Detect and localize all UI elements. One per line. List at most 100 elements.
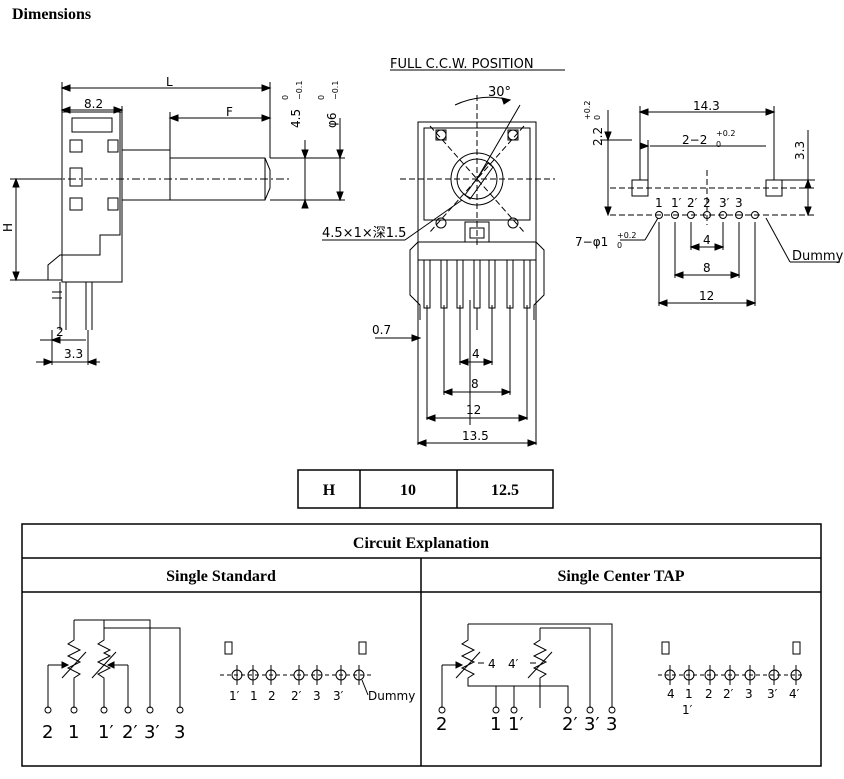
std-schem-pin-label: 3′ xyxy=(144,722,160,743)
std-schem-pin-label: 2′ xyxy=(122,722,138,743)
dim-2-2: 2.2 xyxy=(591,127,605,146)
dim-pin-8: 8 xyxy=(703,261,711,275)
dim-4-5-tol-top: 0 xyxy=(281,95,290,100)
dim-F: F xyxy=(226,105,233,119)
front-terminal xyxy=(423,259,431,309)
pin-label: 2 xyxy=(703,196,711,210)
dim-0-7: 0.7 xyxy=(372,323,391,337)
circuit-table xyxy=(21,523,822,767)
tap-layout-label-1p: 1′ xyxy=(682,703,693,717)
dim-front-13-5: 13.5 xyxy=(462,429,489,443)
tap-layout-pin-label: 2′ xyxy=(723,687,734,701)
pin-hole xyxy=(735,211,743,219)
std-layout-pin-label: 2′ xyxy=(291,689,302,703)
dim-L: L xyxy=(166,75,173,89)
dim-8-2: 8.2 xyxy=(84,97,103,111)
center-tap-schematic xyxy=(438,623,616,714)
dim-pin-12: 12 xyxy=(699,289,714,303)
single-standard-header: Single Standard xyxy=(166,568,276,585)
tap-schem-label-4p: 4′ xyxy=(508,657,519,671)
tap-layout-pin-label: 4 xyxy=(667,687,675,701)
dim-4-5: 4.5 xyxy=(289,109,303,128)
front-view-title: FULL C.C.W. POSITION xyxy=(390,57,534,72)
dim-front-12: 12 xyxy=(466,403,481,417)
tap-schem-pin-label: 2′ xyxy=(562,714,578,735)
std-layout-pin-label: 1 xyxy=(250,689,258,703)
holes-callout: 7−φ1 xyxy=(575,235,608,249)
holes-tol-top: +0.2 xyxy=(617,231,636,240)
hole-callout: 4.5×1×深1.5 xyxy=(322,226,406,241)
front-terminal xyxy=(506,259,514,309)
tap-schem-pin-label: 2 xyxy=(436,714,447,735)
tap-schem-label-4: 4 xyxy=(488,657,496,671)
dim-3-3: 3.3 xyxy=(64,347,83,361)
pin-label: 3′ xyxy=(719,196,730,210)
dim-2: 2 xyxy=(56,325,64,339)
front-terminal xyxy=(523,259,531,309)
dim-front-8: 8 xyxy=(471,377,479,391)
pin-hole xyxy=(671,211,679,219)
dim-2-2x: 2−2 xyxy=(682,133,707,147)
single-center-tap-header: Single Center TAP xyxy=(557,568,684,585)
tap-schem-pin-label: 3 xyxy=(606,714,617,735)
dim-phi-6-tol-bot: −0.1 xyxy=(331,81,340,100)
tap-layout-pin-label: 3′ xyxy=(767,687,778,701)
front-view-drawing xyxy=(322,69,565,447)
pin-hole xyxy=(703,211,711,219)
dim-phi-6: φ6 xyxy=(325,112,339,128)
front-terminal xyxy=(473,259,481,309)
h-table-value-1: 10 xyxy=(400,482,416,499)
std-layout-pin-label: 3′ xyxy=(333,689,344,703)
dim-pin-4: 4 xyxy=(703,233,711,247)
front-terminal xyxy=(456,259,464,309)
std-layout-pin-label: 2 xyxy=(268,689,276,703)
std-schem-pin-label: 2 xyxy=(42,722,53,743)
std-layout-pin-label: 1′ xyxy=(229,689,240,703)
std-layout-pin-label: 3 xyxy=(313,689,321,703)
dim-phi-6-tol-top: 0 xyxy=(317,95,326,100)
std-schem-pin-label: 3 xyxy=(174,722,185,743)
dim-front-4: 4 xyxy=(472,347,480,361)
tap-layout-pin-label: 1 xyxy=(685,687,693,701)
dim-pin-3-3: 3.3 xyxy=(793,141,807,160)
holes-tol-bot: 0 xyxy=(617,241,622,250)
h-table xyxy=(297,469,554,509)
pin-dummy-label: Dummy xyxy=(792,249,844,264)
tap-schem-pin-label: 3′ xyxy=(584,714,600,735)
pin-label: 2′ xyxy=(687,196,698,210)
h-table-value-2: 12.5 xyxy=(491,482,519,499)
pin-label: 3 xyxy=(735,196,743,210)
tap-schem-pin-label: 1 xyxy=(490,714,501,735)
pin-hole xyxy=(655,211,663,219)
tap-layout-pin-label: 2 xyxy=(705,687,713,701)
dim-H: H xyxy=(1,223,15,232)
standard-pin-layout xyxy=(220,641,372,696)
tap-schem-pin-label: 1′ xyxy=(508,714,524,735)
pin-layout-drawing xyxy=(600,106,840,307)
center-tap-pin-layout xyxy=(658,641,805,685)
pin-hole xyxy=(751,211,759,219)
pin-label: 1′ xyxy=(671,196,682,210)
std-dummy-label: Dummy xyxy=(368,689,415,703)
page-heading: Dimensions xyxy=(12,6,92,23)
angle-label: 30° xyxy=(488,85,511,100)
std-schem-pin-label: 1′ xyxy=(98,722,114,743)
std-schem-pin-label: 1 xyxy=(68,722,79,743)
side-view-drawing xyxy=(10,82,345,366)
front-terminal xyxy=(440,259,448,309)
dim-4-5-tol-bot: −0.1 xyxy=(295,81,304,100)
tap-layout-pin-label: 4′ xyxy=(789,687,800,701)
pin-hole xyxy=(719,211,727,219)
circuit-title: Circuit Explanation xyxy=(353,535,489,552)
dim-2-2x-tol-top: +0.2 xyxy=(716,129,735,138)
pin-hole xyxy=(687,211,695,219)
standard-schematic xyxy=(44,619,184,714)
h-table-label: H xyxy=(323,482,336,499)
dim-2-2-tol-top: +0.2 xyxy=(583,101,592,120)
dim-2-2-tol-bot: 0 xyxy=(593,115,602,120)
pin-label: 1 xyxy=(655,196,663,210)
tap-layout-pin-label: 3 xyxy=(745,687,753,701)
dim-14-3: 14.3 xyxy=(693,99,720,113)
front-terminal xyxy=(488,259,496,309)
dim-2-2x-tol-bot: 0 xyxy=(716,140,721,149)
